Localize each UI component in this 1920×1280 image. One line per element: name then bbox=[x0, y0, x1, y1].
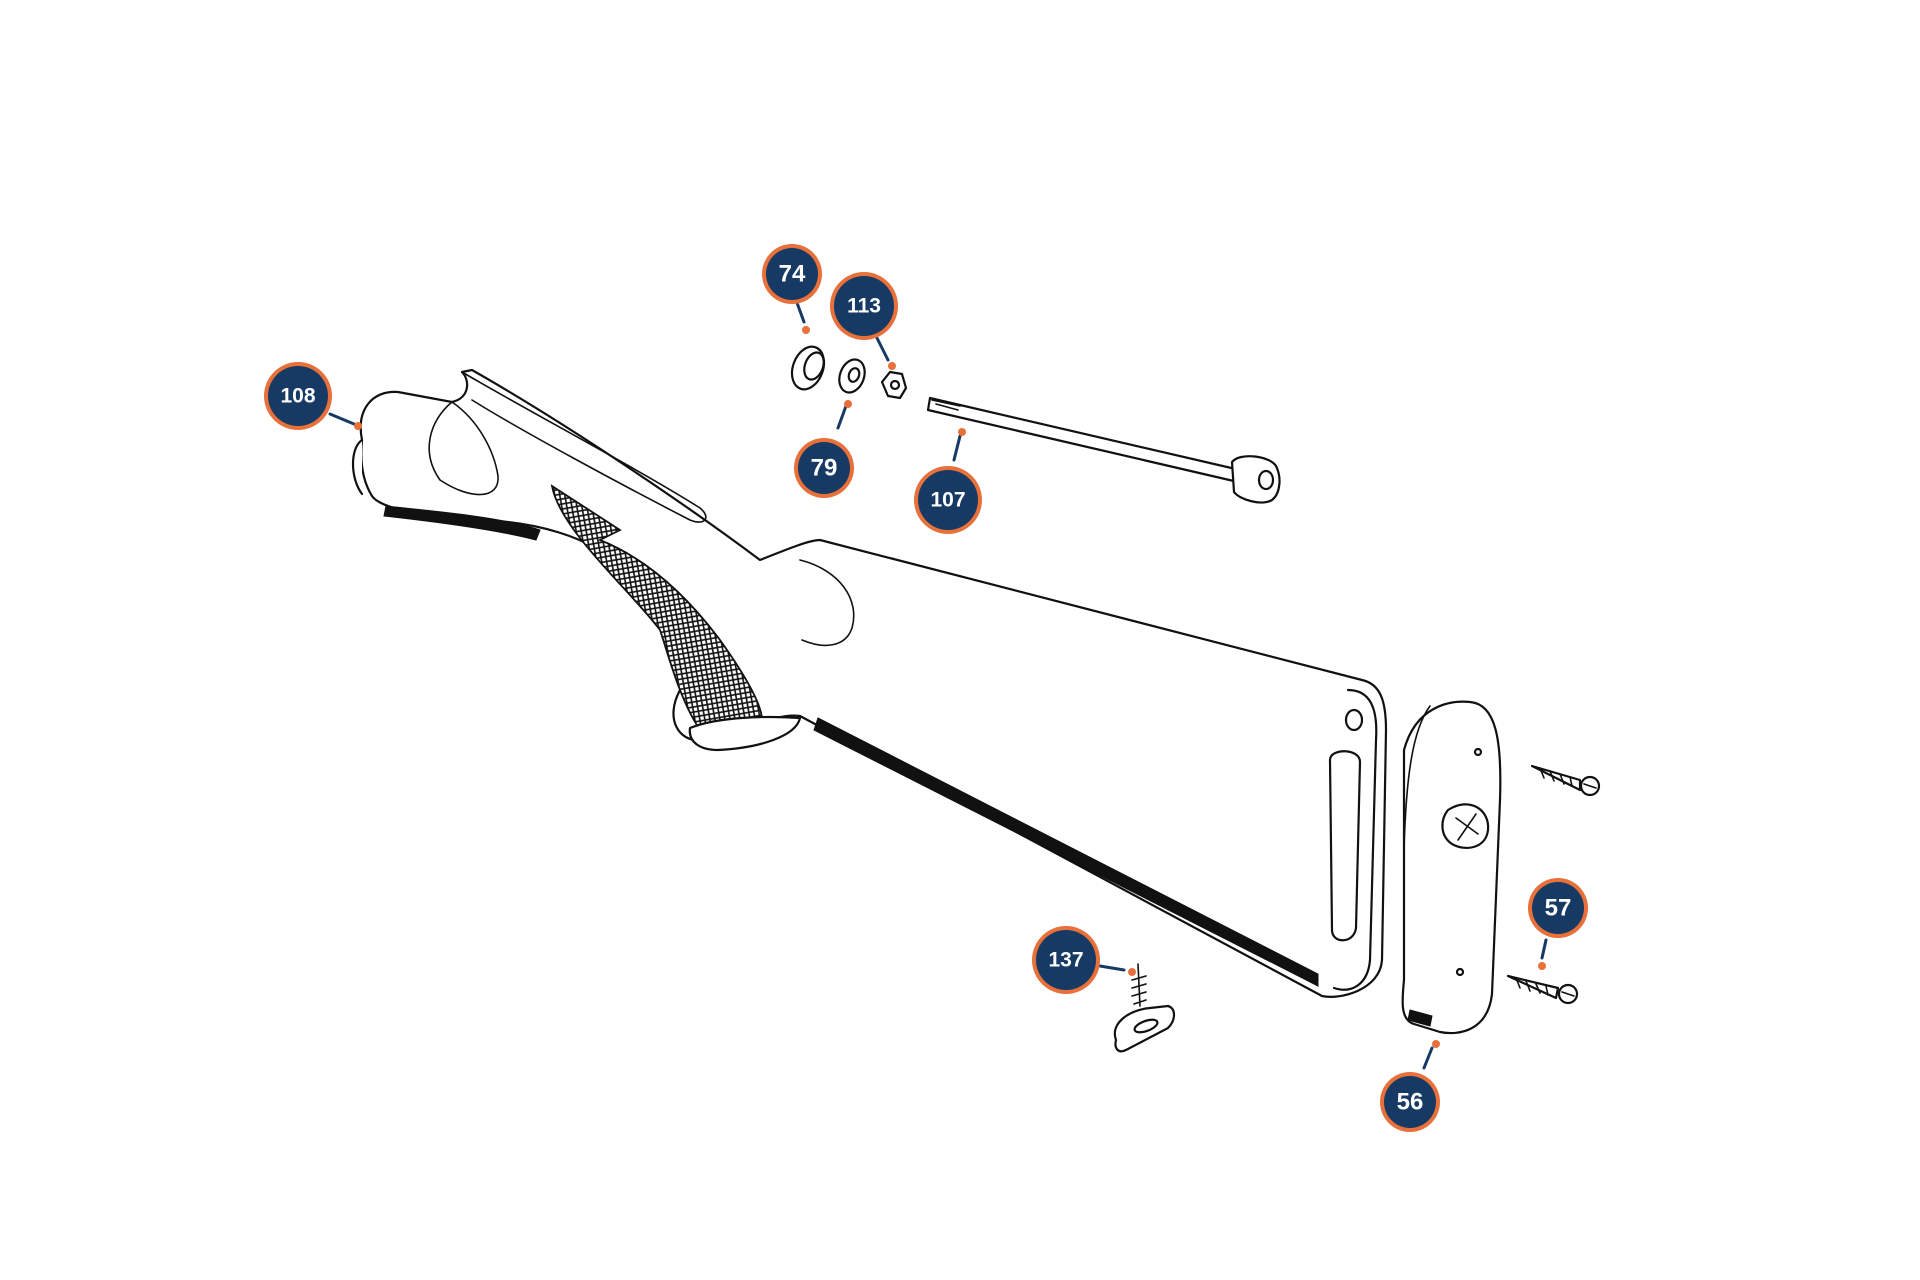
lower-screw-part bbox=[1506, 974, 1579, 1005]
nut-113-part bbox=[880, 370, 908, 400]
callout-56[interactable]: 56 bbox=[1380, 1072, 1440, 1132]
callout-label-108: 108 bbox=[280, 385, 315, 408]
recoil-pad-part bbox=[1401, 700, 1502, 1035]
callout-108[interactable]: 108 bbox=[264, 362, 332, 430]
washer-79-part bbox=[838, 358, 866, 394]
callout-113[interactable]: 113 bbox=[830, 272, 898, 340]
callout-57[interactable]: 57 bbox=[1528, 878, 1588, 938]
callout-79[interactable]: 79 bbox=[794, 438, 854, 498]
washer-74-part bbox=[790, 345, 826, 391]
callout-74[interactable]: 74 bbox=[762, 244, 822, 304]
callout-label-57: 57 bbox=[1545, 895, 1572, 922]
sling-swivel-part bbox=[1113, 963, 1176, 1053]
callout-label-74: 74 bbox=[779, 261, 806, 288]
leader-lines bbox=[328, 298, 1548, 1070]
callout-label-56: 56 bbox=[1397, 1089, 1424, 1116]
callout-label-107: 107 bbox=[930, 489, 965, 512]
stock-part bbox=[352, 368, 1388, 998]
upper-screw-part bbox=[1530, 764, 1601, 797]
callout-137[interactable]: 137 bbox=[1032, 926, 1100, 994]
callout-label-79: 79 bbox=[811, 455, 838, 482]
stock-bolt-part bbox=[926, 396, 1281, 504]
callout-107[interactable]: 107 bbox=[914, 466, 982, 534]
callout-label-113: 113 bbox=[847, 295, 881, 318]
callout-label-137: 137 bbox=[1048, 949, 1083, 972]
